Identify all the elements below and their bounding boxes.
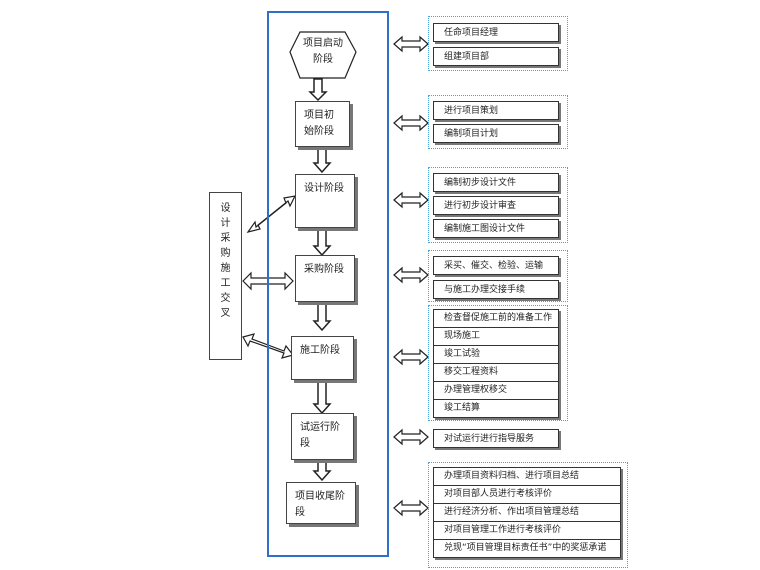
stage-trial: 试运行阶段: [291, 413, 354, 460]
task-group-construct: [428, 305, 568, 421]
task-label: 编制初步设计文件: [444, 178, 517, 188]
task-item: 竣工试验: [434, 346, 558, 364]
link-arrow-7: [393, 499, 429, 517]
task-label: 组建项目部: [444, 52, 490, 62]
task-label: 进行初步设计审查: [444, 201, 517, 211]
task-item: 对项目管理工作进行考核评价: [434, 522, 620, 540]
task-label: 进行经济分析、作出项目管理总结: [444, 507, 580, 517]
link-arrow-6: [393, 428, 429, 446]
task-label: 移交工程资料: [444, 367, 499, 377]
task-item: 移交工程资料: [434, 364, 558, 382]
task-item: 检查督促施工前的准备工作: [434, 310, 558, 328]
task-item: 竣工结算: [434, 400, 558, 417]
task-label: 竣工结算: [444, 403, 481, 413]
stage-start-label: 项目启动阶段: [303, 38, 343, 65]
task-item: 进行经济分析、作出项目管理总结: [434, 504, 620, 522]
task-label: 兑现“项目管理目标责任书”中的奖惩承诺: [444, 543, 607, 553]
link-arrow-1: [393, 35, 429, 53]
task-label: 对项目部人员进行考核评价: [444, 489, 553, 499]
cross-phase-label: 设计采购施工交叉: [220, 203, 231, 319]
task-label: 对项目管理工作进行考核评价: [444, 525, 562, 535]
task-item: 任命项目经理: [433, 23, 559, 42]
stage-close-label: 项目收尾阶段: [295, 491, 345, 518]
task-label: 办理管理权移交: [444, 385, 508, 395]
task-group-start: [428, 16, 568, 71]
task-item: 编制施工图设计文件: [433, 219, 559, 238]
task-group-design: [428, 167, 568, 243]
flow-arrow-5: [312, 379, 332, 415]
stage-close: 项目收尾阶段: [286, 482, 356, 524]
flow-arrow-2: [312, 146, 332, 174]
close-task-list: 办理项目资料归档、进行项目总结 对项目部人员进行考核评价 进行经济分析、作出项目…: [433, 467, 621, 558]
link-arrow-2: [393, 114, 429, 132]
flow-arrows: [308, 78, 332, 482]
task-label: 与施工办理交接手续: [444, 285, 526, 295]
task-label: 竣工试验: [444, 349, 481, 359]
task-item: 进行项目策划: [433, 101, 559, 120]
construct-task-list: 检查督促施工前的准备工作 现场施工 竣工试验 移交工程资料 办理管理权移交 竣工…: [433, 309, 559, 418]
task-item: 编制项目计划: [433, 124, 559, 143]
flow-arrow-4: [312, 301, 332, 332]
link-arrow-4: [393, 266, 429, 284]
task-label: 检查督促施工前的准备工作: [444, 313, 553, 323]
flow-arrow-6: [312, 459, 332, 482]
flow-arrow-3: [312, 227, 332, 257]
task-item: 采买、催交、检验、运输: [433, 256, 559, 275]
task-label: 编制项目计划: [444, 129, 499, 139]
stage-trial-label: 试运行阶段: [300, 422, 340, 449]
stage-init-label: 项目初始阶段: [304, 110, 334, 137]
stage-start: 项目启动阶段: [300, 36, 346, 76]
task-group-procure: [428, 250, 568, 302]
task-label: 进行项目策划: [444, 106, 499, 116]
stage-procure-label: 采购阶段: [304, 264, 344, 275]
task-label: 现场施工: [444, 331, 481, 341]
task-item: 对试运行进行指导服务: [433, 429, 559, 448]
task-item: 兑现“项目管理目标责任书”中的奖惩承诺: [434, 540, 620, 557]
task-label: 任命项目经理: [444, 28, 499, 38]
task-group-close: [428, 462, 628, 568]
stage-design-label: 设计阶段: [304, 183, 344, 194]
task-item: 进行初步设计审查: [433, 196, 559, 215]
start-hexagon: [289, 31, 357, 79]
task-item: 办理管理权移交: [434, 382, 558, 400]
task-item: 办理项目资料归档、进行项目总结: [434, 468, 620, 486]
task-item: 现场施工: [434, 328, 558, 346]
link-arrow-5: [393, 348, 429, 366]
stage-construct-label: 施工阶段: [300, 345, 340, 356]
task-label: 办理项目资料归档、进行项目总结: [444, 471, 580, 481]
cross-phase-box: 设计采购施工交叉: [209, 192, 242, 360]
task-label: 编制施工图设计文件: [444, 224, 526, 234]
task-label: 采买、催交、检验、运输: [444, 261, 544, 271]
stage-procure: 采购阶段: [295, 255, 355, 302]
link-arrow-3: [393, 191, 429, 209]
task-item: 与施工办理交接手续: [433, 280, 559, 299]
flow-arrow-1: [308, 78, 328, 102]
stage-frame: [267, 11, 389, 557]
task-link-arrows: [393, 35, 429, 517]
task-item: 编制初步设计文件: [433, 173, 559, 192]
task-item: 对项目部人员进行考核评价: [434, 486, 620, 504]
task-item: 组建项目部: [433, 47, 559, 66]
stage-design: 设计阶段: [295, 174, 355, 228]
stage-init: 项目初始阶段: [295, 101, 350, 147]
stage-construct: 施工阶段: [291, 336, 354, 380]
task-group-init: [428, 95, 568, 149]
task-label: 对试运行进行指导服务: [444, 434, 535, 444]
